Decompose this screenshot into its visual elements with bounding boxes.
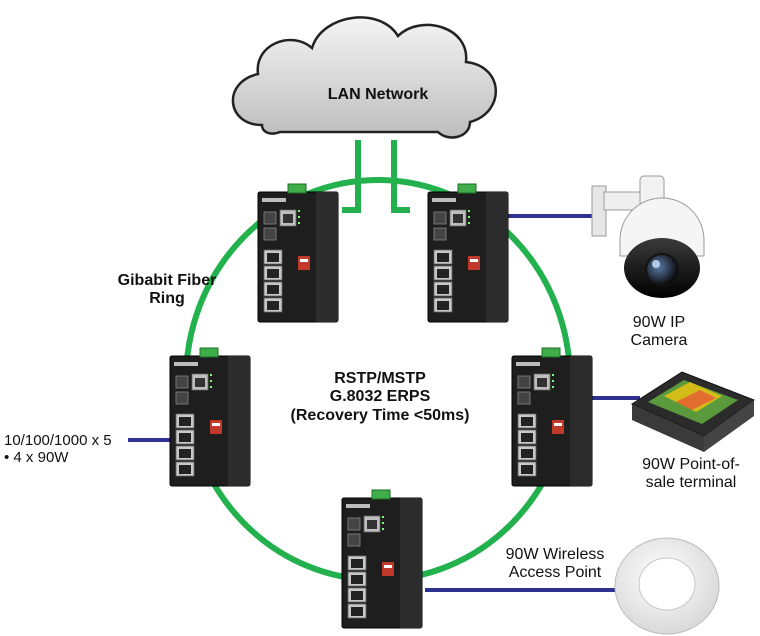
ports-label-line1: 10/100/1000 x 5 [4, 432, 112, 449]
pos-label-line2: sale terminal [645, 474, 737, 492]
ring-label-line1: Gibabit Fiber [117, 272, 217, 289]
ap-label-line1: 90W Wireless [505, 546, 605, 563]
switch-top-left [257, 183, 339, 323]
protocol-label: RSTP/MSTP G.8032 ERPS (Recovery Time <50… [280, 370, 480, 425]
switch-bottom [341, 489, 423, 629]
protocol-label-line1: RSTP/MSTP [334, 370, 426, 387]
camera-icon [591, 175, 705, 298]
lan-cloud [231, 16, 497, 139]
pos-terminal-icon [630, 371, 756, 452]
protocol-label-line3: (Recovery Time <50ms) [290, 406, 470, 424]
camera-label-line1: 90W IP [632, 314, 686, 331]
ap-label-line2: Access Point [508, 564, 602, 582]
ports-label: 10/100/1000 x 5 • 4 x 90W [4, 432, 112, 467]
protocol-label-line2: G.8032 ERPS [329, 388, 431, 406]
camera-label: 90W IP Camera [604, 314, 714, 351]
uplink-right [391, 140, 410, 213]
switch-left [169, 347, 251, 487]
switch-top-right [427, 183, 509, 323]
ap-label: 90W Wireless Access Point [490, 546, 620, 583]
cloud-label: LAN Network [327, 86, 429, 103]
ring-label-line2: Ring [149, 290, 185, 308]
ring-label: Gibabit Fiber Ring [112, 272, 222, 309]
access-point-icon [614, 537, 720, 635]
switch-right [511, 347, 593, 487]
pos-label: 90W Point-of- sale terminal [626, 456, 756, 493]
ports-label-line2: • 4 x 90W [4, 449, 69, 467]
uplink-left [342, 140, 361, 213]
camera-label-line2: Camera [630, 332, 688, 350]
pos-label-line1: 90W Point-of- [642, 456, 740, 473]
